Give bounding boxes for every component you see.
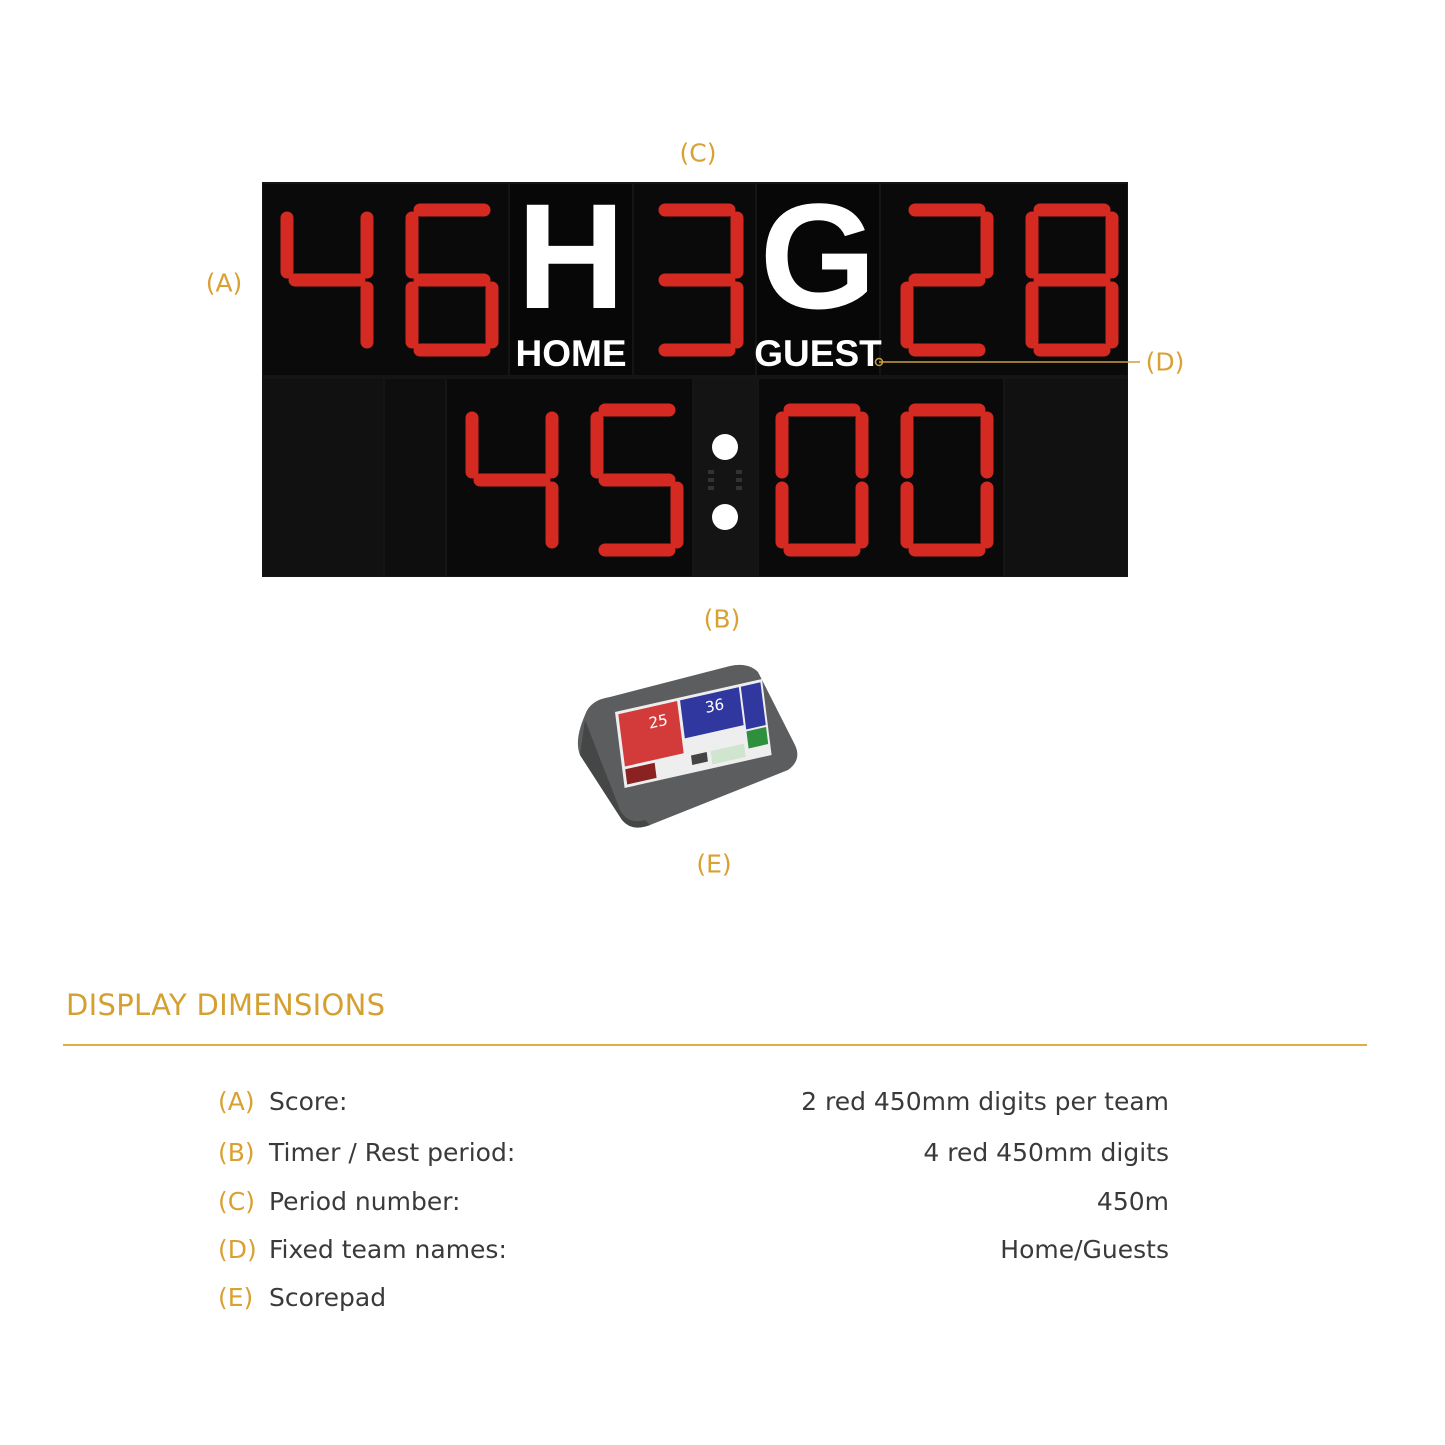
guest-score-digit [900,203,994,357]
section-title: DISPLAY DIMENSIONS [66,988,386,1022]
colon-panel [694,379,757,576]
guest-score-digit [1025,203,1119,357]
section-divider [63,1044,1367,1046]
timer-minutes-digit [590,403,684,557]
spec-letter: (A) [218,1086,255,1116]
callout-e: (E) [696,849,732,879]
spec-row: (A) Score: 2 red 450mm digits per team [218,1081,1169,1121]
home-label: HOME [516,333,627,374]
spec-label: Period number: [269,1186,461,1216]
spec-value: 2 red 450mm digits per team [801,1086,1169,1116]
guest-letter: G [760,182,877,340]
spec-label: Score: [269,1086,348,1116]
scorepad-home-score: 25 [648,710,669,733]
period-digit [658,203,744,357]
spec-letter: (E) [218,1282,254,1312]
home-score-digit [405,203,499,357]
spec-label: Scorepad [269,1282,387,1312]
scorepad-guest-score: 36 [704,694,725,717]
callout-c: (C) [679,138,717,168]
spec-row: (B) Timer / Rest period: 4 red 450mm digit… [218,1132,1169,1172]
spec-letter: (B) [218,1137,255,1167]
spec-value: 4 red 450mm digits [923,1137,1169,1167]
timer-minutes-digit [465,411,559,549]
callout-b: (B) [703,604,741,634]
spec-label: Timer / Rest period: [269,1137,516,1167]
colon-dot-top [712,434,738,460]
home-score-digit [280,211,374,349]
timer-seconds-digit [775,403,869,557]
home-letter: H [517,182,625,340]
spec-letter: (D) [218,1234,257,1264]
spec-label: Fixed team names: [269,1234,507,1264]
guest-name-panel [757,184,879,375]
timer-seconds-digit [900,403,994,557]
guest-label: GUEST [754,333,882,374]
spec-row: (E) Scorepad [218,1277,1169,1317]
spec-value: 450m [1096,1186,1169,1216]
spec-letter: (C) [218,1186,255,1216]
home-name-panel [510,184,632,375]
scorepad-device: 25 36 [577,664,798,828]
scorepad-screen: 25 36 [615,679,772,789]
callout-a: (A) [205,268,243,298]
spec-row: (C) Period number: 450m [218,1181,1169,1221]
callout-d: (D) [1145,347,1185,377]
scoreboard: H HOME G GUEST [262,182,1140,577]
spec-row: (D) Fixed team names: Home/Guests [218,1229,1169,1269]
colon-dot-bottom [712,504,738,530]
spec-value: Home/Guests [1000,1234,1169,1264]
